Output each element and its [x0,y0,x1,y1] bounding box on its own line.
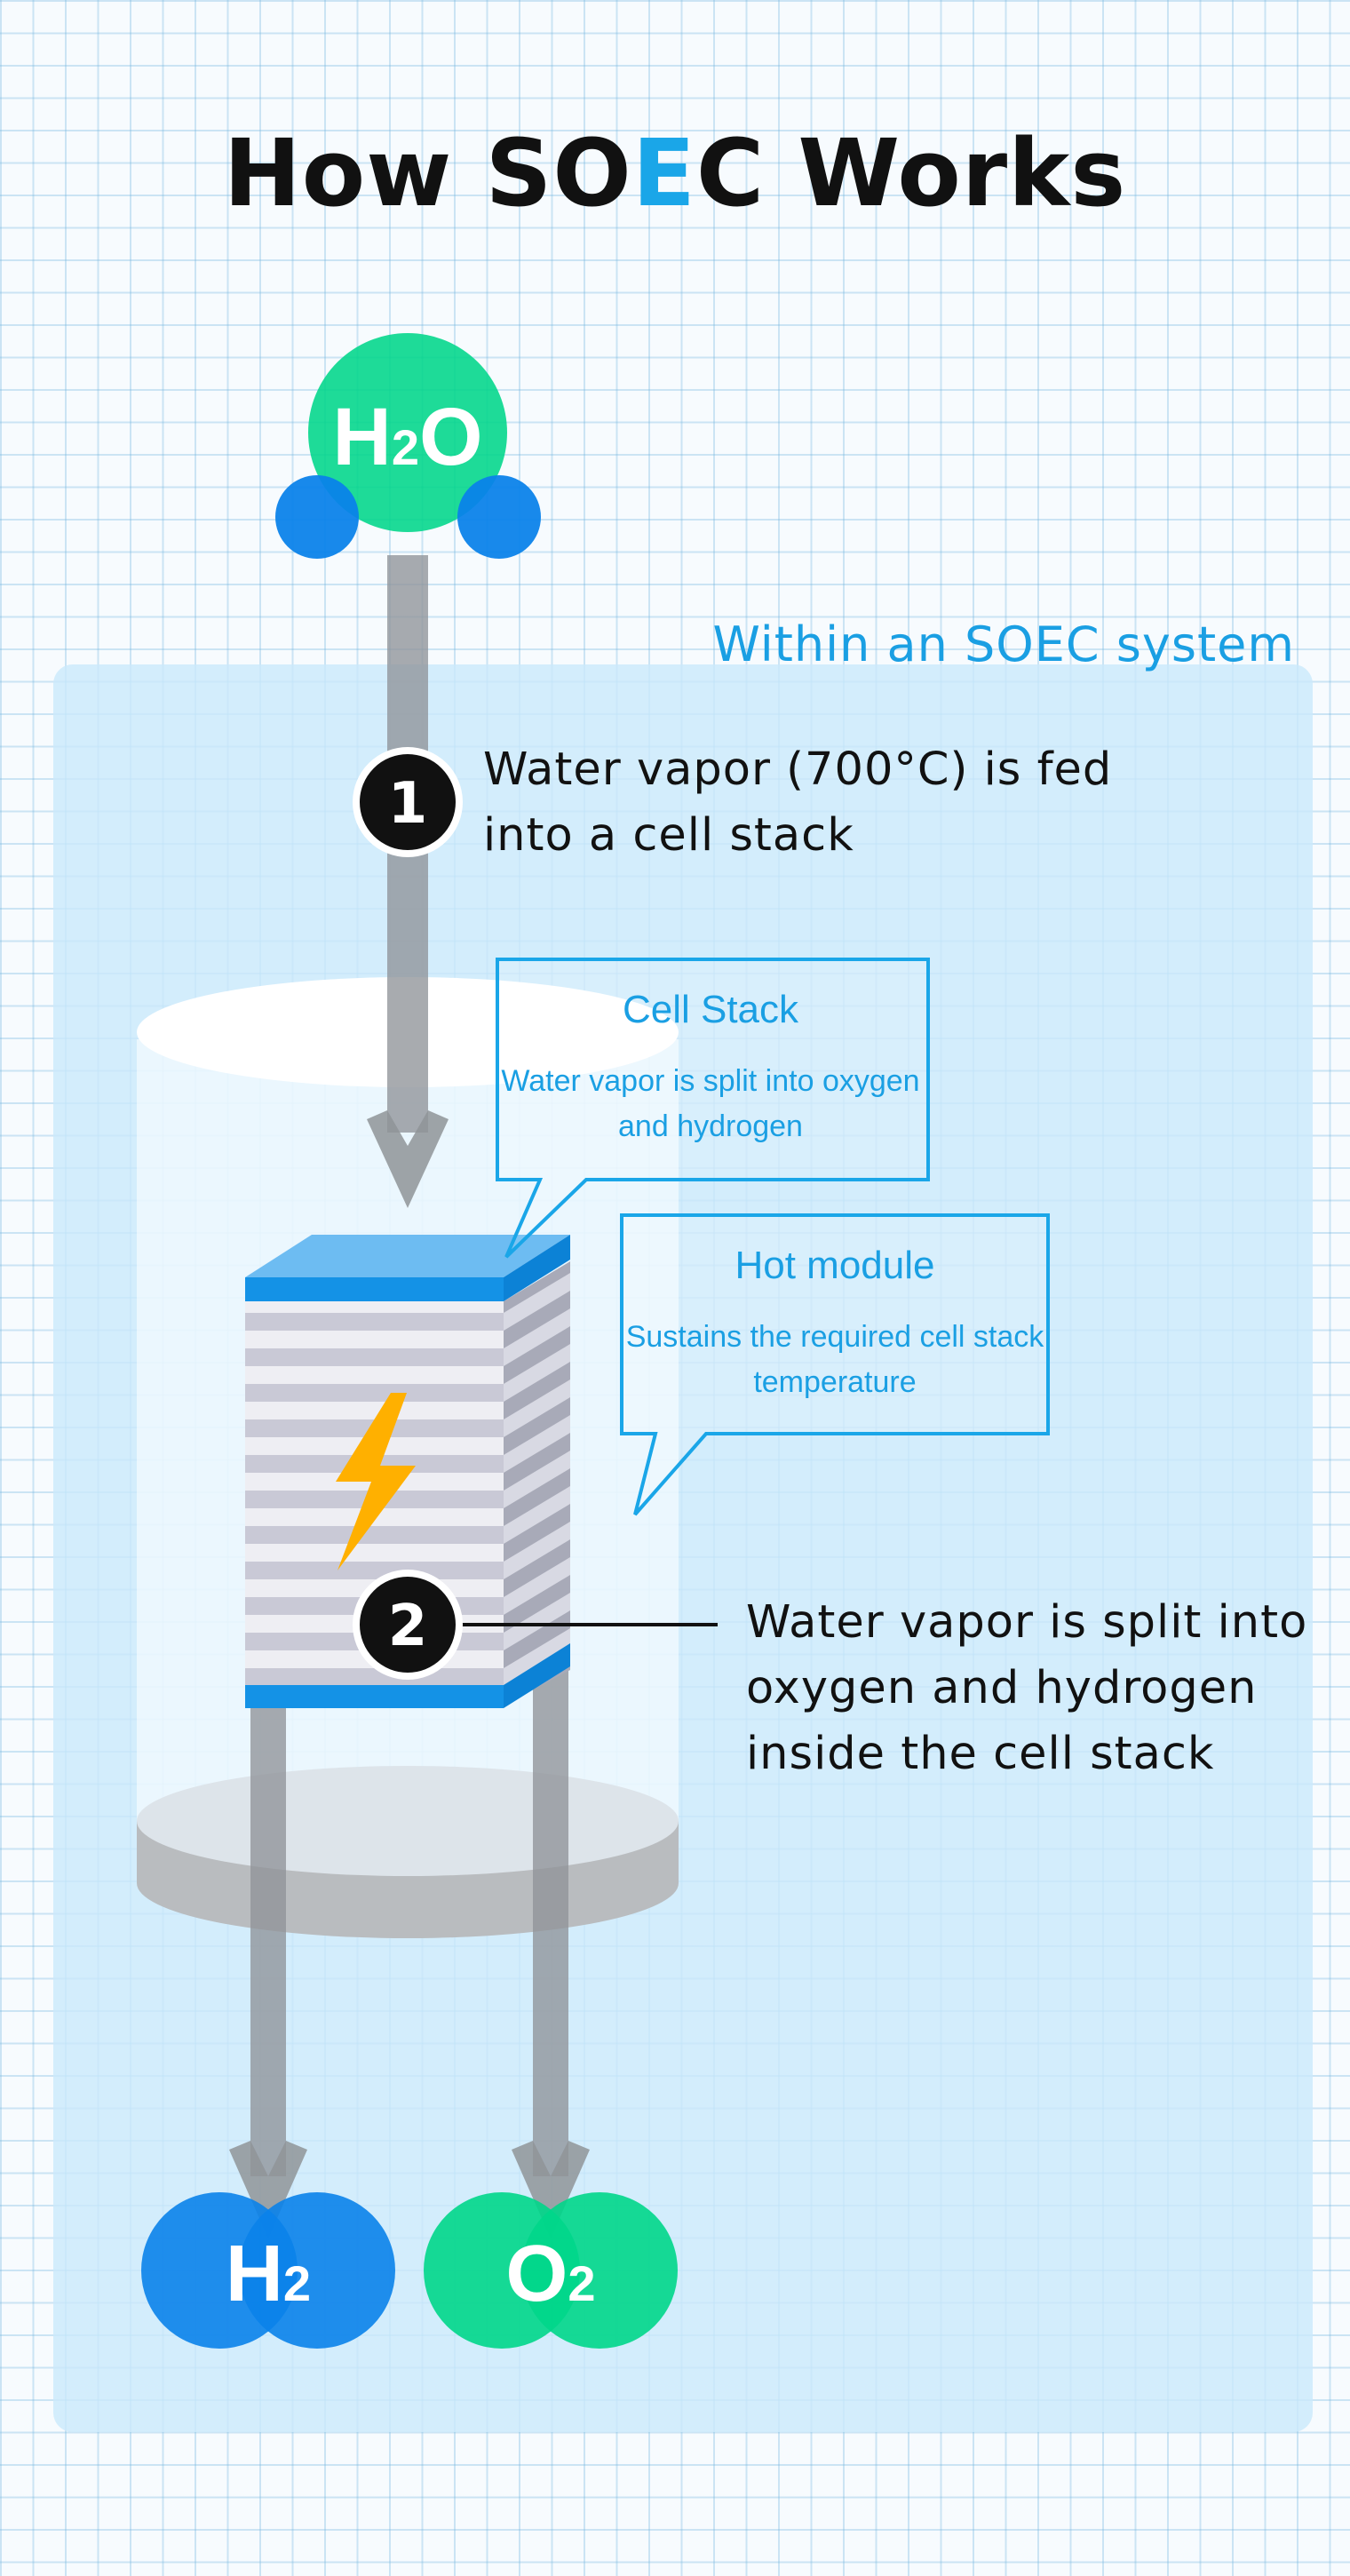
cell-layer-stripe [245,1562,504,1579]
cell-layer-stripe-side [504,1628,570,1686]
cell-layer-stripe-side [504,1486,570,1544]
water-molecule: H2O [275,333,541,559]
cell-layer-stripe-side [504,1273,570,1331]
title-after: C Works [695,119,1127,227]
svg-text:1: 1 [388,771,428,837]
hydrogen-molecule: H2 [141,2192,395,2349]
hot-module-callout-box [620,1213,1050,1516]
cell-layer-stripe-side [504,1379,570,1437]
svg-text:2: 2 [388,1594,428,1659]
cell-layer-stripe-side [504,1557,570,1615]
cell-layer-stripe-side [504,1308,570,1366]
cell-stack-callout-body: Water vapor is split into oxygen and hyd… [501,1064,920,1143]
lightning-icon [336,1393,416,1570]
hot-module-callout-body: Sustains the required cell stack tempera… [625,1320,1044,1399]
cell-layer-stripe-side [504,1451,570,1508]
oxygen-molecule: O2 [424,2192,678,2349]
step-1-description: Water vapor (700°C) is fed into a cell s… [483,743,1113,862]
cell-stack-callout-title: Cell Stack [622,988,799,1031]
title-before: How SO [223,119,632,227]
soec-system-label: Within an SOEC system [712,616,1295,672]
cell-layer-stripe-side [504,1593,570,1650]
cell-layer-stripe [245,1526,504,1544]
oxygen-formula: O2 [505,2230,595,2318]
cell-layer-stripe [245,1348,504,1366]
hydrogen-output-arrow [229,1688,307,2238]
step-2-badge: 2 [353,1570,463,1680]
hot-module-callout-title: Hot module [735,1244,935,1287]
title-accent-letter: E [631,119,696,227]
cell-layer-stripe-side [504,1415,570,1473]
cell-layer-stripe [245,1668,504,1686]
step-1-badge: 1 [353,747,463,857]
cell-layer-stripe-side [504,1344,570,1402]
cell-stack-callout-box [496,958,930,1259]
cell-layer-stripe-side [504,1522,570,1579]
hydrogen-formula: H2 [226,2230,311,2318]
cell-layer-stripe [245,1313,504,1331]
oxygen-output-arrow [512,1661,590,2238]
step-2-description: Water vapor is split into oxygen and hyd… [746,1596,1308,1780]
water-formula: H2O [332,392,482,482]
page-title: How SOEC Works [0,123,1350,224]
cell-layer-stripe [245,1384,504,1402]
